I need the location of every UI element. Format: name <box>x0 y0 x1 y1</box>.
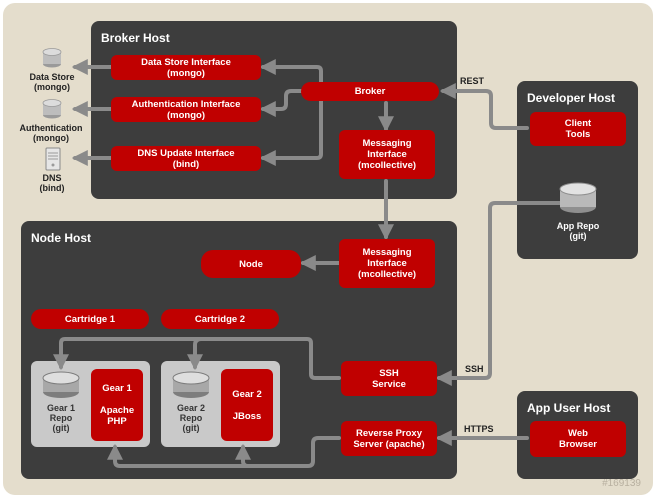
gear1: Gear 1 Apache PHP <box>91 369 143 441</box>
arrow-rest <box>439 83 529 130</box>
ssh-service: SSH Service <box>341 361 437 396</box>
node: Node <box>201 250 301 278</box>
cartridge-2: Cartridge 2 <box>161 309 279 329</box>
node-messaging-interface: Messaging Interface (mcollective) <box>339 239 435 288</box>
authentication-icon <box>42 99 62 119</box>
developer-host-panel: Developer Host <box>517 81 638 259</box>
cartridge-1: Cartridge 1 <box>31 309 149 329</box>
node-host-title: Node Host <box>31 231 91 245</box>
ssh-label: SSH <box>465 364 484 374</box>
arrow-ssh-to-gear2-repo <box>187 337 203 371</box>
arrow-broker-to-dns-interface <box>259 89 323 166</box>
app-repo-label: App Repo (git) <box>556 221 600 241</box>
authentication-interface: Authentication Interface (mongo) <box>111 97 261 122</box>
dns-label: DNS (bind) <box>39 173 65 193</box>
broker-host-title: Broker Host <box>101 31 170 45</box>
gear2-repo-label: Gear 2 Repo (git) <box>176 403 206 433</box>
dns-server-icon <box>45 147 61 171</box>
data-store-icon <box>42 48 62 68</box>
data-store-label: Data Store (mongo) <box>29 72 75 92</box>
diagram-frame: Broker Host Developer Host Node Host App… <box>3 3 653 495</box>
https-label: HTTPS <box>464 424 494 434</box>
arrow-ssh <box>435 201 575 386</box>
broker-messaging-interface: Messaging Interface (mcollective) <box>339 130 435 179</box>
broker: Broker <box>301 82 439 101</box>
developer-host-title: Developer Host <box>527 91 616 105</box>
gear2: Gear 2 JBoss <box>221 369 273 441</box>
client-tools: Client Tools <box>530 112 626 146</box>
arrow-proxy-to-gear1 <box>107 436 341 468</box>
app-user-host-title: App User Host <box>527 401 611 415</box>
rest-label: REST <box>460 76 485 86</box>
dns-update-interface: DNS Update Interface (bind) <box>111 146 261 171</box>
authentication-label: Authentication (mongo) <box>19 123 83 143</box>
arrow-proxy-to-gear2 <box>235 443 251 468</box>
connector-lines <box>53 59 575 468</box>
data-store-interface: Data Store Interface (mongo) <box>111 55 261 80</box>
web-browser: Web Browser <box>530 421 626 457</box>
app-repo-icon <box>559 182 597 213</box>
gear2-repo-icon <box>172 371 210 398</box>
watermark: #169139 <box>602 478 641 489</box>
reverse-proxy-server: Reverse Proxy Server (apache) <box>341 421 437 456</box>
gear1-repo-label: Gear 1 Repo (git) <box>46 403 76 433</box>
arrow-ssh-to-gear1-repo <box>53 337 341 380</box>
arrow-broker-to-authentication-interface <box>259 89 303 117</box>
gear1-repo-icon <box>42 371 80 398</box>
